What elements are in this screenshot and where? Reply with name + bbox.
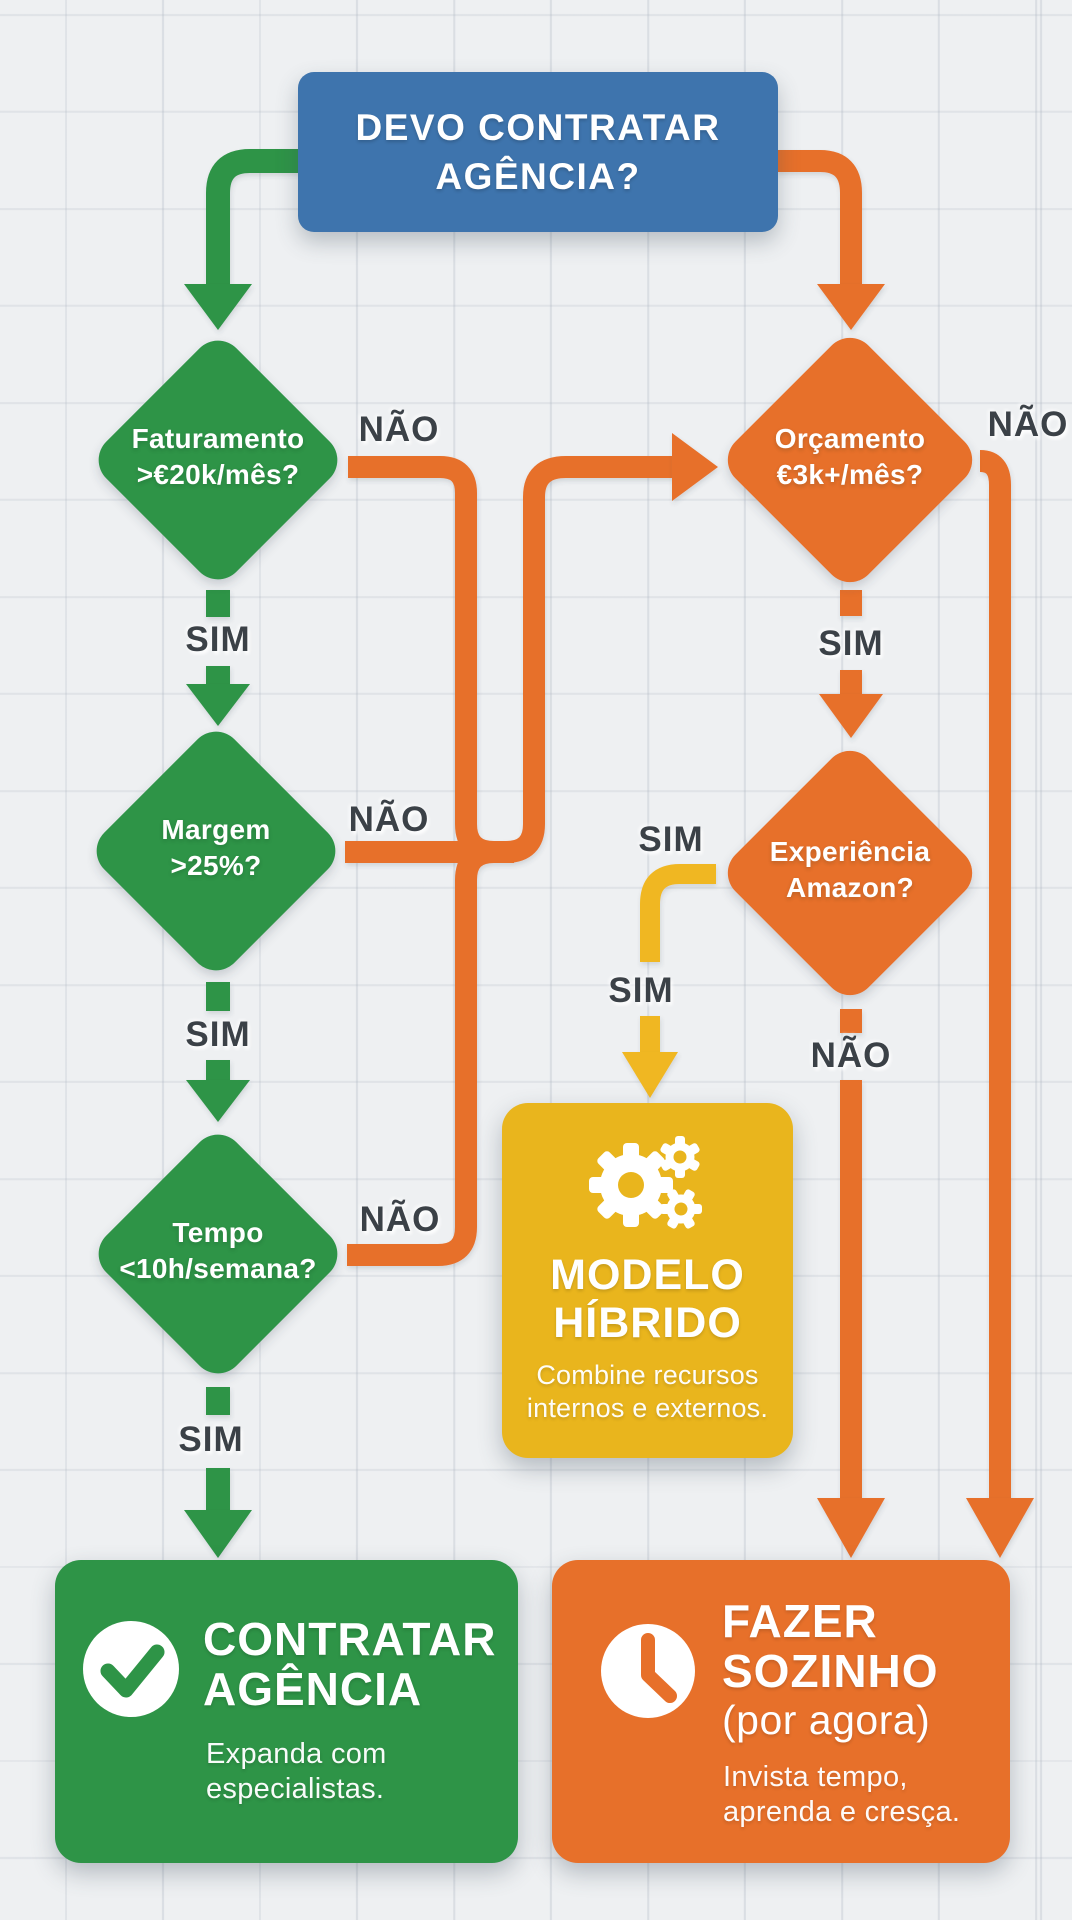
label-nao-tempo: NÃO bbox=[359, 1200, 441, 1239]
start-title-line2: AGÊNCIA? bbox=[435, 156, 641, 197]
connector-orcamento-nao bbox=[979, 450, 1011, 1502]
arrowhead-into-margem bbox=[186, 684, 250, 726]
outcome-contratar-title-line2: AGÊNCIA bbox=[203, 1663, 423, 1715]
arrowhead-into-orcamento-top bbox=[817, 284, 885, 330]
outcome-contratar-subtitle-line2: especialistas. bbox=[206, 1773, 385, 1805]
arrowhead-into-experiencia bbox=[819, 694, 883, 738]
label-sim-margem: SIM bbox=[185, 1015, 251, 1054]
decision-experiencia-label: Experiência Amazon? bbox=[730, 834, 970, 906]
label-nao-experiencia: NÃO bbox=[810, 1036, 892, 1075]
decision-text: Faturamento bbox=[131, 423, 305, 454]
decision-faturamento-diamond bbox=[98, 340, 338, 580]
orange-arrowheads bbox=[672, 284, 1034, 1558]
green-connector-group bbox=[206, 149, 300, 1513]
outcome-sozinho-box: FAZER SOZINHO (por agora) Invista tempo,… bbox=[552, 1560, 1010, 1863]
label-sim-orcamento: SIM bbox=[818, 624, 884, 663]
decision-text: >€20k/mês? bbox=[136, 459, 300, 490]
arrowhead-orcamento-nao-into-sozinho bbox=[966, 1498, 1034, 1558]
decision-text: Amazon? bbox=[785, 872, 915, 903]
label-nao-margem: NÃO bbox=[348, 800, 430, 839]
outcome-sozinho-title-line3: (por agora) bbox=[722, 1697, 931, 1743]
decision-margem-label: Margem >25%? bbox=[96, 812, 336, 884]
connector-start-to-faturamento bbox=[206, 149, 300, 288]
decision-orcamento-label: Orçamento €3k+/mês? bbox=[730, 421, 970, 493]
arrowhead-into-faturamento bbox=[184, 284, 252, 330]
arrowhead-into-tempo bbox=[186, 1080, 250, 1122]
decision-text: €3k+/mês? bbox=[776, 459, 924, 490]
arrowhead-into-contratar bbox=[184, 1510, 252, 1558]
decision-text: Tempo bbox=[172, 1217, 264, 1248]
decision-tempo-label: Tempo <10h/semana? bbox=[88, 1215, 348, 1287]
outcome-sozinho-title-line2: SOZINHO bbox=[722, 1645, 939, 1697]
outcome-sozinho-subtitle-line2: aprenda e cresça. bbox=[723, 1796, 961, 1828]
start-box: DEVO CONTRATAR AGÊNCIA? bbox=[298, 72, 778, 232]
decision-text: <10h/semana? bbox=[119, 1253, 317, 1284]
decision-text: Orçamento bbox=[774, 423, 926, 454]
yellow-arrowheads bbox=[622, 1052, 678, 1098]
arrowhead-into-orcamento-left bbox=[672, 433, 718, 501]
label-sim-experiencia: SIM bbox=[638, 820, 704, 859]
label-sim-tempo: SIM bbox=[178, 1420, 244, 1459]
yellow-connector-group bbox=[640, 864, 716, 1056]
gears-icon bbox=[589, 1136, 702, 1229]
outcome-sozinho-title-line1: FAZER bbox=[722, 1595, 878, 1647]
decision-experiencia-diamond bbox=[727, 750, 973, 996]
green-arrowheads bbox=[184, 284, 252, 1558]
decision-orcamento-diamond bbox=[727, 337, 973, 583]
label-nao-orcamento: NÃO bbox=[987, 405, 1069, 444]
decision-text: Margem bbox=[161, 814, 271, 845]
arrowhead-into-hibrido bbox=[622, 1052, 678, 1098]
decision-margem-diamond bbox=[96, 731, 336, 971]
connector-faturamento-nao bbox=[348, 456, 514, 863]
outcome-hibrido-box: MODELO HÍBRIDO Combine recursos internos… bbox=[502, 1103, 793, 1458]
check-icon bbox=[83, 1621, 179, 1717]
label-sim-faturamento: SIM bbox=[185, 620, 251, 659]
outcome-sozinho-subtitle-line1: Invista tempo, bbox=[723, 1761, 908, 1793]
arrowhead-experiencia-nao-into-sozinho bbox=[817, 1498, 885, 1558]
decision-faturamento-label: Faturamento >€20k/mês? bbox=[98, 421, 338, 493]
connector-experiencia-sim bbox=[640, 864, 716, 962]
label-nao-faturamento: NÃO bbox=[358, 410, 440, 449]
outcome-contratar-box: CONTRATAR AGÊNCIA Expanda com especialis… bbox=[55, 1560, 518, 1863]
connector-start-to-orcamento bbox=[776, 150, 862, 288]
connector-merged-nao-to-orcamento bbox=[345, 456, 674, 863]
connector-tempo-nao bbox=[347, 841, 514, 1266]
outcome-contratar-title-line1: CONTRATAR bbox=[203, 1613, 497, 1665]
outcome-hibrido-subtitle-line2: internos e externos. bbox=[526, 1393, 769, 1423]
decision-text: Experiência bbox=[769, 836, 931, 867]
decision-text: >25%? bbox=[170, 850, 262, 881]
outcome-hibrido-title-line2: HÍBRIDO bbox=[553, 1299, 742, 1347]
decision-diamonds bbox=[96, 337, 973, 1374]
orange-connector-group bbox=[345, 150, 1011, 1502]
clock-icon bbox=[601, 1624, 695, 1718]
outcome-hibrido-title-line1: MODELO bbox=[550, 1251, 745, 1299]
outcome-hibrido-subtitle-line1: Combine recursos bbox=[536, 1360, 759, 1390]
outcome-contratar-subtitle-line1: Expanda com bbox=[206, 1738, 387, 1770]
decision-tempo-diamond bbox=[98, 1134, 338, 1374]
start-title-line1: DEVO CONTRATAR bbox=[355, 107, 721, 148]
label-sim-hibrido-arrow: SIM bbox=[608, 971, 674, 1010]
